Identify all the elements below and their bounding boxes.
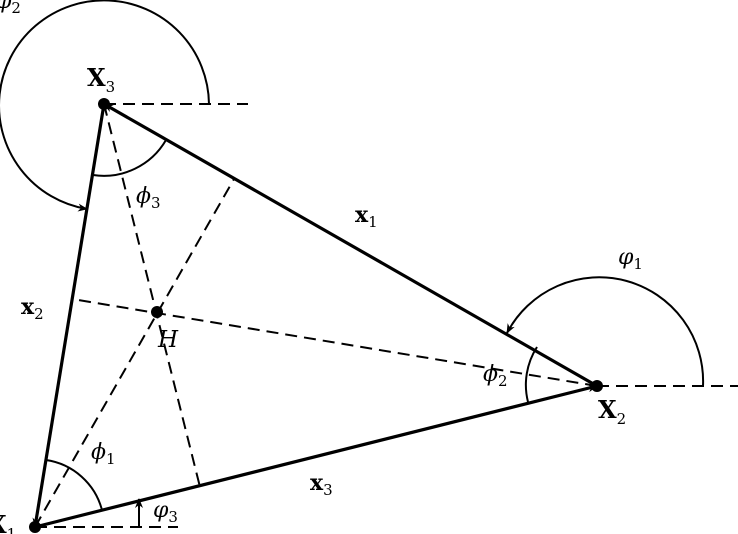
side-x1-label: x1 <box>355 202 378 231</box>
angle-phi2-label: ϕ2 <box>483 362 508 390</box>
orthocenter-point <box>151 306 163 318</box>
angle-phi1-label: ϕ1 <box>91 440 116 468</box>
side-x1 <box>103 102 598 388</box>
side-x3-label: x3 <box>310 470 333 499</box>
altitude-from-x3 <box>103 103 201 488</box>
direction-varphi3-label: φ3 <box>153 498 178 526</box>
side-x2 <box>32 103 106 528</box>
angle-arc-phi3 <box>92 139 167 177</box>
angle-phi3-label: ϕ3 <box>136 184 161 212</box>
vertex-x3-label: X3 <box>87 63 115 96</box>
orthocenter-label: H <box>157 327 179 353</box>
vertex-x3-point <box>98 98 110 110</box>
side-x2-label: x2 <box>21 294 44 323</box>
vertex-x1-label: X1 <box>0 510 16 534</box>
vertex-x2-label: X2 <box>598 395 626 428</box>
direction-arc-varphi1 <box>506 276 705 387</box>
angle-arc-phi2 <box>524 346 538 403</box>
vertex-x1-point <box>29 521 41 533</box>
angle-arc-phi1 <box>45 459 103 511</box>
altitude-from-x1 <box>34 178 235 528</box>
side-x3 <box>34 384 598 529</box>
direction-arc-varphi2 <box>0 0 210 212</box>
direction-varphi1-label: φ1 <box>618 245 643 273</box>
direction-varphi2-label: φ2 <box>0 0 21 17</box>
vertex-x2-point <box>591 380 603 392</box>
